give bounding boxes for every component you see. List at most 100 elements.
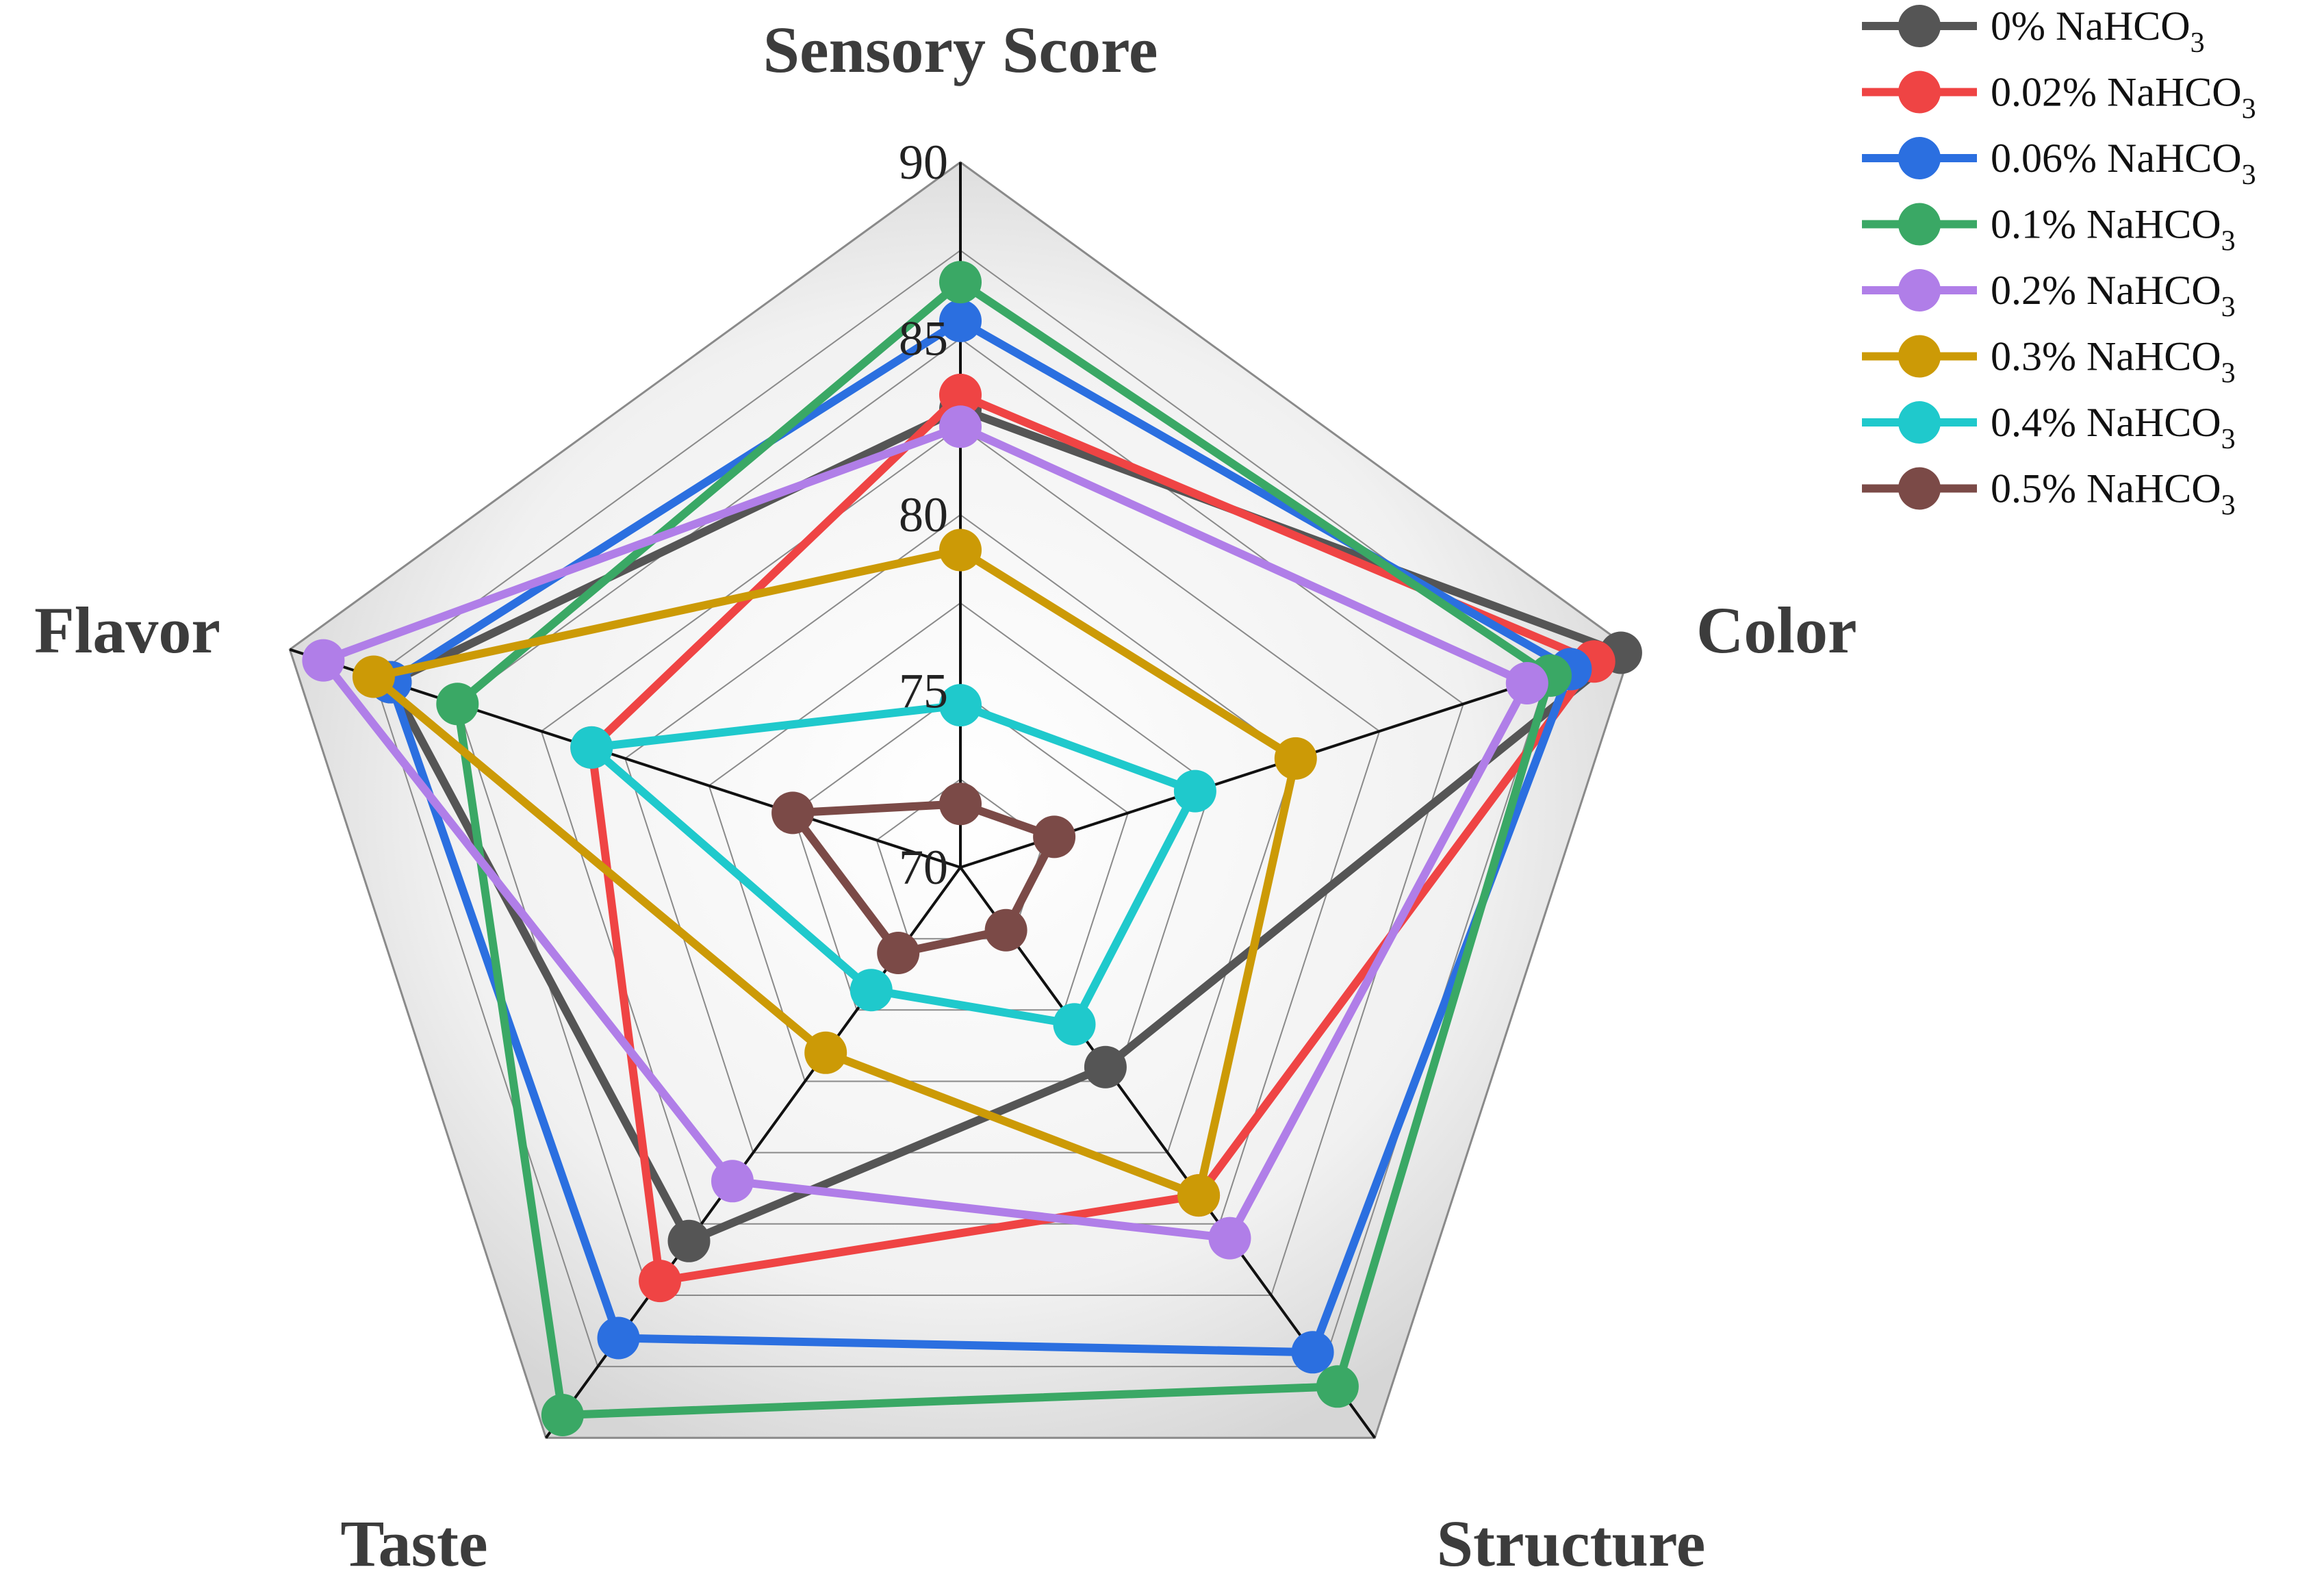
legend-label: 0.06% NaHCO3 <box>1991 136 2256 191</box>
data-point <box>1316 1365 1359 1408</box>
axis-label: Structure <box>1437 1507 1706 1578</box>
legend-item: 0% NaHCO3 <box>1862 3 2205 59</box>
series-group <box>436 261 1572 1436</box>
legend-formula: NaHCO <box>2086 334 2221 379</box>
legend-formula: NaHCO <box>2056 3 2191 49</box>
legend-concentration: 0.02% <box>1991 70 2107 115</box>
tick-label: 70 <box>899 840 948 895</box>
series-line <box>587 390 1598 1286</box>
series-group <box>570 684 1216 1046</box>
legend-item: 0.2% NaHCO3 <box>1862 268 2236 323</box>
data-point <box>1505 662 1548 704</box>
legend-subscript: 3 <box>2221 424 2236 455</box>
legend-item: 0.06% NaHCO3 <box>1862 136 2256 191</box>
legend-formula: NaHCO <box>2107 70 2242 115</box>
legend-concentration: 0.1% <box>1991 202 2086 247</box>
legend-formula: NaHCO <box>2086 268 2221 313</box>
data-point <box>1274 737 1317 780</box>
legend-formula: NaHCO <box>2086 202 2221 247</box>
data-point <box>939 684 982 727</box>
series-group <box>771 782 1076 974</box>
grid-ring <box>791 690 1129 1011</box>
data-point <box>541 1394 584 1436</box>
axis-label: Taste <box>340 1507 487 1578</box>
data-point <box>1033 815 1076 858</box>
legend-label: 0.02% NaHCO3 <box>1991 70 2256 125</box>
legend-concentration: 0.3% <box>1991 334 2086 379</box>
legend-swatch-marker <box>1898 137 1941 179</box>
legend-subscript: 3 <box>2242 160 2256 191</box>
data-point <box>939 782 982 826</box>
legend-swatch-marker <box>1898 203 1941 246</box>
legend-subscript: 3 <box>2221 358 2236 390</box>
tick-label: 90 <box>899 135 948 190</box>
data-point <box>984 908 1027 952</box>
data-point <box>850 969 893 1012</box>
data-point <box>771 791 815 835</box>
data-point <box>352 655 395 698</box>
data-point <box>1173 769 1216 813</box>
legend-label: 0% NaHCO3 <box>1991 3 2205 59</box>
data-point <box>711 1160 754 1203</box>
grid-ring <box>708 602 1213 1082</box>
legend-item: 0.3% NaHCO3 <box>1862 334 2236 390</box>
legend-label: 0.5% NaHCO3 <box>1991 466 2236 522</box>
data-point <box>877 932 920 974</box>
legend-item: 0.4% NaHCO3 <box>1862 400 2236 455</box>
series-line <box>319 422 1531 1243</box>
legend-subscript: 3 <box>2191 27 2205 59</box>
grid-ring <box>540 426 1381 1225</box>
legend-swatch-marker <box>1898 5 1941 47</box>
legend-label: 0.2% NaHCO3 <box>1991 268 2236 323</box>
radar-series <box>302 261 1642 1436</box>
axis-label: Color <box>1696 594 1857 667</box>
legend-swatch-marker <box>1898 401 1941 444</box>
data-point <box>597 1316 640 1360</box>
data-point <box>939 373 982 416</box>
tick-label: 85 <box>899 311 948 366</box>
data-point <box>639 1260 682 1303</box>
legend-label: 0.4% NaHCO3 <box>1991 400 2236 455</box>
legend-swatch-marker <box>1898 269 1941 311</box>
data-point <box>804 1031 847 1074</box>
series-group <box>352 529 1317 1217</box>
legend-item: 0.1% NaHCO3 <box>1862 202 2236 257</box>
legend-label: 0.3% NaHCO3 <box>1991 334 2236 390</box>
legend-subscript: 3 <box>2221 490 2236 522</box>
legend-label: 0.1% NaHCO3 <box>1991 202 2236 257</box>
legend-concentration: 0.5% <box>1991 466 2086 511</box>
legend-concentration: 0.2% <box>1991 268 2086 313</box>
legend-swatch-marker <box>1898 71 1941 114</box>
data-point <box>939 299 982 342</box>
legend-subscript: 3 <box>2242 94 2256 125</box>
data-point <box>1084 1045 1127 1089</box>
series-line <box>587 701 1199 1029</box>
tick-label: 80 <box>899 487 948 542</box>
legend-formula: NaHCO <box>2107 136 2242 181</box>
series-line <box>386 316 1575 1357</box>
legend-item: 0.5% NaHCO3 <box>1862 466 2236 522</box>
data-point <box>1208 1217 1251 1260</box>
tick-label: 75 <box>899 664 948 719</box>
legend-formula: NaHCO <box>2086 400 2221 445</box>
legend-concentration: 0.06% <box>1991 136 2107 181</box>
axis-label: Flavor <box>34 594 220 667</box>
legend-concentration: 0.4% <box>1991 400 2086 445</box>
legend-subscript: 3 <box>2221 292 2236 323</box>
axis-label: Sensory Score <box>763 13 1158 86</box>
series-group <box>302 405 1548 1260</box>
grid-ring <box>624 513 1297 1154</box>
legend-swatch-marker <box>1898 467 1941 510</box>
data-point <box>939 405 982 448</box>
series-line <box>386 405 1625 1245</box>
radar-tick-labels: 70 75 80 85 90 <box>899 135 948 895</box>
legend-swatch-marker <box>1898 335 1941 378</box>
series-line <box>453 278 1555 1419</box>
legend-item: 0.02% NaHCO3 <box>1862 70 2256 125</box>
data-point <box>570 726 613 769</box>
data-point <box>436 683 479 726</box>
data-point <box>667 1219 711 1262</box>
